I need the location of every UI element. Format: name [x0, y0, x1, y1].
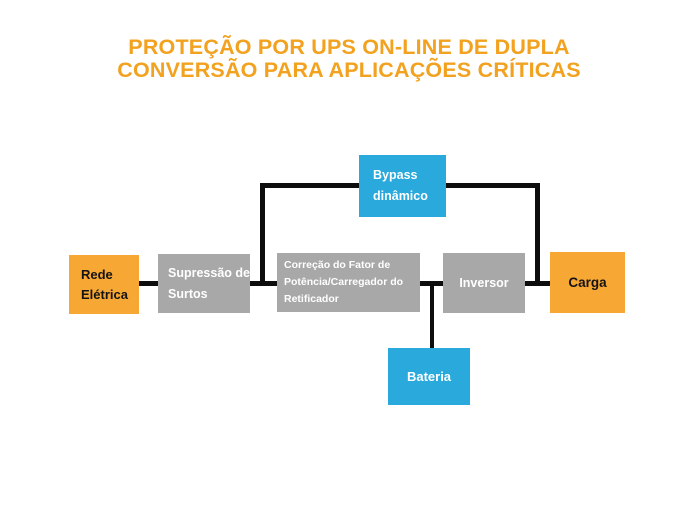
node-carga: Carga	[550, 252, 625, 313]
node-carga-label: Carga	[568, 275, 607, 290]
node-supressao-de-surtos: Supressão de Surtos	[158, 254, 250, 313]
connector-battery-vertical	[430, 283, 434, 349]
node-bypass-dinamico-label: Bypass dinâmico	[373, 168, 428, 203]
node-inversor-label: Inversor	[459, 276, 509, 290]
diagram-title-line2: CONVERSÃO PARA APLICAÇÕES CRÍTICAS	[117, 58, 581, 82]
node-correcao-fator-potencia-label: Correção do Fator de Potência/Carregador…	[284, 259, 404, 305]
connector-bypass-left-vertical	[260, 183, 265, 285]
node-correcao-fator-potencia: Correção do Fator de Potência/Carregador…	[277, 253, 420, 312]
node-bypass-dinamico: Bypass dinâmico	[359, 155, 446, 217]
node-supressao-de-surtos-label: Supressão de Surtos	[168, 265, 250, 301]
diagram-title-line1: PROTEÇÃO POR UPS ON-LINE DE DUPLA	[128, 35, 570, 59]
diagram-title: PROTEÇÃO POR UPS ON-LINE DE DUPLA CONVER…	[6, 36, 692, 82]
node-bateria: Bateria	[388, 348, 470, 405]
node-inversor: Inversor	[443, 253, 525, 313]
node-bateria-label: Bateria	[406, 369, 452, 384]
node-rede-eletrica-label: Rede Elétrica	[81, 266, 128, 302]
node-rede-eletrica: Rede Elétrica	[69, 255, 139, 314]
connector-bypass-right-vertical	[535, 183, 540, 285]
